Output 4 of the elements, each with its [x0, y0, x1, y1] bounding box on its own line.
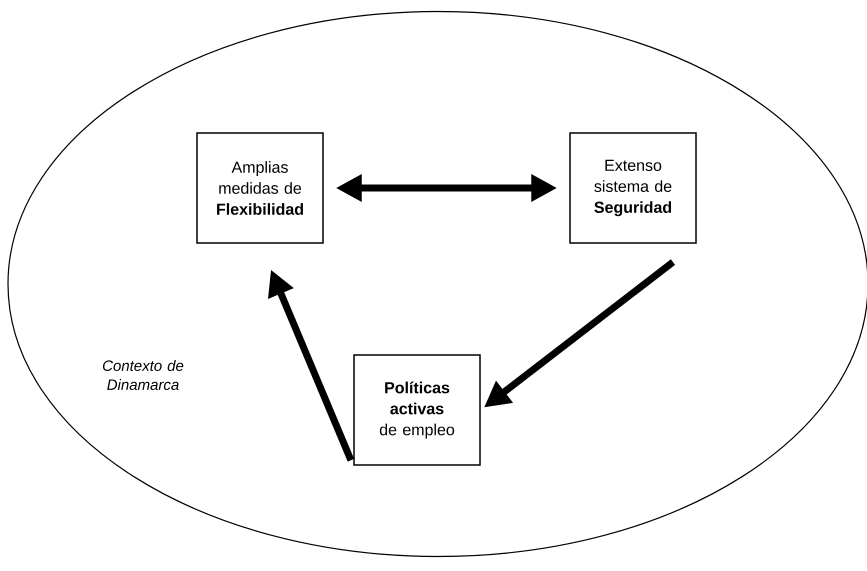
context-label: Contexto de Dinamarca — [102, 360, 184, 390]
process-box: Políticas activas de empleo — [353, 354, 481, 466]
process-box: Amplias medidas de Flexibilidad — [196, 132, 324, 244]
process-box: Extenso sistema de Seguridad — [569, 132, 697, 244]
